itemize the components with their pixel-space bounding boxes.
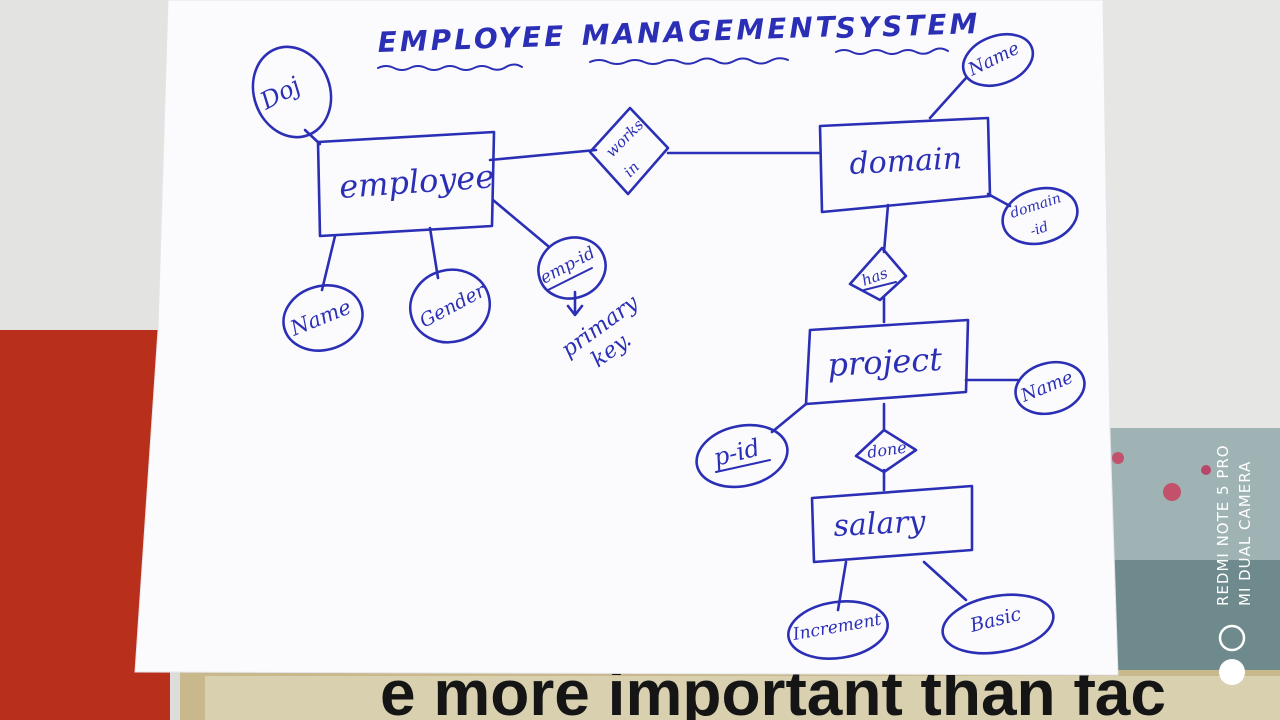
watermark-dot-icon (1219, 659, 1245, 685)
title-underline-3 (835, 47, 949, 55)
title-word-employee: EMPLOYEE (377, 19, 567, 59)
paper-sheet (134, 0, 1119, 676)
entity-salary-label: salary (833, 504, 928, 544)
entity-employee: employee (316, 130, 495, 238)
diagram-title: EMPLOYEE MANAGEMENT SYSTEM (377, 7, 981, 71)
relationship-has: has (848, 246, 908, 302)
connector-lines (303, 76, 1020, 612)
watermark-line-1: REDMI NOTE 5 PRO (1214, 444, 1232, 606)
entity-salary: salary (810, 484, 974, 564)
watermark-line-2: MI DUAL CAMERA (1236, 461, 1254, 606)
attribute-domain-id-label-2: -id (1028, 219, 1050, 240)
entity-domain: domain (818, 116, 992, 214)
entity-project: project (804, 318, 970, 406)
title-underline-2 (589, 57, 789, 65)
attribute-domain-id: domain -id (1001, 186, 1079, 246)
camera-watermark: REDMI NOTE 5 PRO MI DUAL CAMERA (1214, 444, 1254, 685)
entity-domain-label: domain (849, 141, 963, 182)
right-wall (1100, 0, 1280, 430)
title-word-system: SYSTEM (835, 7, 981, 45)
grey-wall-panel (0, 0, 170, 330)
title-underline-1 (377, 63, 523, 71)
watermark-ring-icon (1218, 624, 1246, 652)
entity-project-label: project (826, 340, 943, 384)
